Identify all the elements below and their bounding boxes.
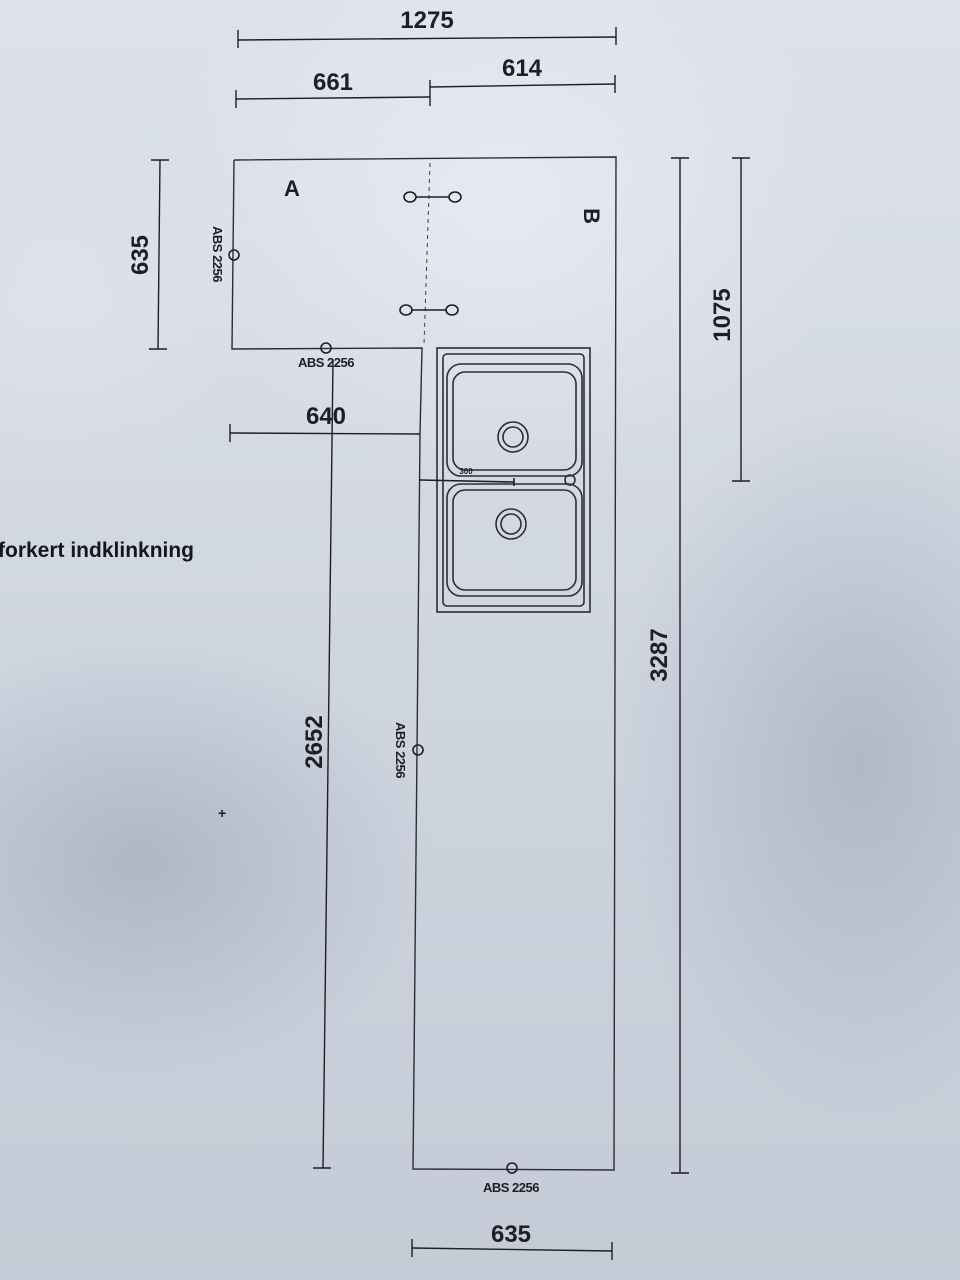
dimension-mid-width: 640 — [229, 403, 421, 442]
dimension-right-overall: 3287 — [646, 157, 689, 1174]
dimension-left-upper: 635 — [127, 159, 169, 350]
marker-plus: + — [218, 805, 226, 821]
dimension-label-2652: 2652 — [301, 715, 328, 768]
joint-connector-lower — [399, 304, 459, 316]
dimension-top-right: 614 — [429, 55, 616, 93]
joint-connector-upper — [403, 191, 462, 203]
note-text: forkert indklinkning — [0, 539, 194, 562]
dimension-bottom: 635 — [411, 1221, 613, 1260]
dimension-top-left: 661 — [235, 69, 431, 108]
dimension-top-overall: 1275 — [237, 7, 617, 48]
overflow-icon — [564, 474, 576, 486]
edge-band-label: ABS 2256 — [483, 1180, 539, 1195]
dimension-right-partial: 1075 — [709, 157, 750, 482]
dimension-label-1275: 1275 — [400, 7, 453, 34]
dimension-label-640: 640 — [306, 403, 346, 430]
dimension-label-3287: 3287 — [646, 628, 673, 681]
edge-band-label: ABS 2256 — [210, 226, 225, 282]
drain-upper-icon — [497, 421, 529, 453]
sink-dimension-tiny: 300 — [459, 467, 473, 476]
piece-label-a: A — [284, 176, 300, 201]
edge-band-label: ABS 2256 — [393, 722, 408, 778]
dimension-label-614: 614 — [502, 55, 543, 82]
dimension-label-1075: 1075 — [709, 288, 736, 341]
worktop-outline — [231, 156, 617, 1171]
piece-label-b: B — [579, 208, 604, 224]
edge-band-label: ABS 2256 — [298, 355, 354, 370]
edge-band-marker-inner: ABS 2256 — [393, 722, 424, 778]
edge-band-marker-bottom: ABS 2256 — [483, 1162, 540, 1195]
edge-band-marker-left-upper: ABS 2256 — [210, 226, 240, 282]
dimension-label-635-bottom: 635 — [491, 1221, 531, 1248]
joint-line — [423, 162, 431, 346]
double-sink: 300 — [419, 347, 591, 613]
dimension-left-long: 2652 — [301, 359, 334, 1169]
edge-band-marker-mid: ABS 2256 — [298, 342, 355, 370]
drain-lower-icon — [495, 508, 527, 540]
dimension-label-635-left: 635 — [127, 235, 154, 275]
dimension-label-661: 661 — [313, 69, 353, 96]
